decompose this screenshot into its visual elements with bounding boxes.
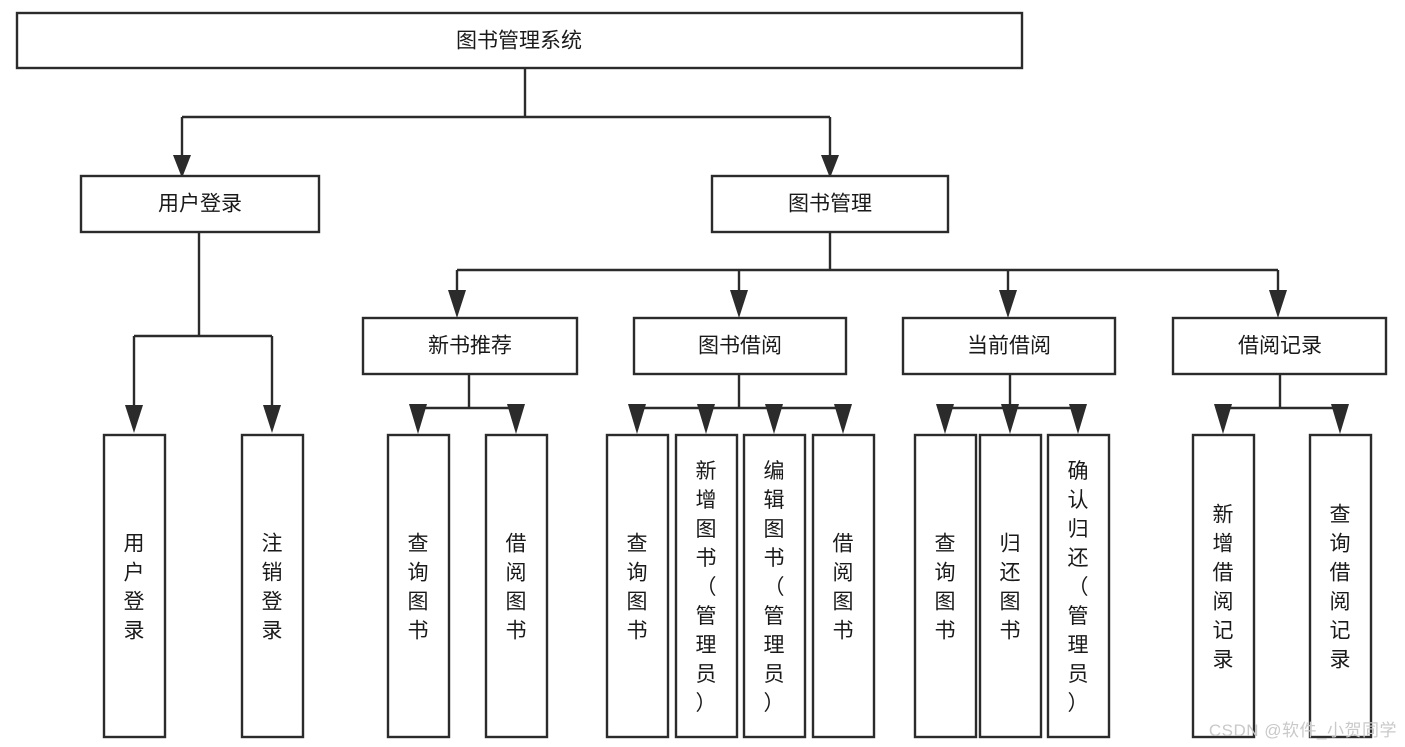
node-book-manage-label: 图书管理 bbox=[788, 193, 872, 216]
node-book-borrow-label: 图书借阅 bbox=[698, 335, 782, 358]
node-root-label: 图书管理系统 bbox=[456, 30, 582, 53]
arrowhead-to-current-borrow bbox=[999, 290, 1017, 318]
arrowhead-layer bbox=[125, 155, 1349, 434]
arrowhead-to-leaf-query-book-1 bbox=[409, 404, 427, 434]
arrowhead-to-leaf-query-book-3 bbox=[936, 404, 954, 434]
node-current-borrow-label: 当前借阅 bbox=[967, 335, 1051, 358]
node-leaf-return-book[interactable]: 归还图书 bbox=[978, 433, 1043, 739]
node-leaf-return-book-label: 归还图书 bbox=[1000, 533, 1021, 643]
node-leaf-user-login[interactable]: 用户登录 bbox=[102, 433, 167, 739]
arrowhead-to-leaf-query-record bbox=[1331, 404, 1349, 434]
arrowhead-to-book-borrow bbox=[730, 290, 748, 318]
node-user-login-label: 用户登录 bbox=[158, 193, 242, 216]
arrowhead-to-leaf-borrow-book-1 bbox=[507, 404, 525, 434]
arrowhead-to-leaf-query-book-2 bbox=[628, 404, 646, 434]
node-leaf-query-book-1-label: 查询图书 bbox=[408, 533, 429, 643]
node-leaf-query-record-label: 查询借阅记录 bbox=[1330, 504, 1351, 672]
node-borrow-record-label: 借阅记录 bbox=[1238, 335, 1322, 358]
node-leaf-logout-label: 注销登录 bbox=[262, 533, 283, 643]
node-leaf-query-book-1[interactable]: 查询图书 bbox=[386, 433, 451, 739]
arrowhead-to-leaf-add-record bbox=[1214, 404, 1232, 434]
node-leaf-edit-book[interactable]: 编辑图书（管理员） bbox=[742, 433, 807, 739]
node-leaf-query-book-2-label: 查询图书 bbox=[627, 533, 648, 643]
node-root[interactable]: 图书管理系统 bbox=[15, 11, 1024, 70]
arrowhead-to-user-login bbox=[173, 155, 191, 178]
node-leaf-borrow-book-2[interactable]: 借阅图书 bbox=[811, 433, 876, 739]
arrowhead-to-leaf-confirm-return bbox=[1069, 404, 1087, 434]
arrowhead-to-leaf-logout bbox=[263, 405, 281, 433]
node-current-borrow[interactable]: 当前借阅 bbox=[901, 316, 1117, 376]
node-borrow-record[interactable]: 借阅记录 bbox=[1171, 316, 1388, 376]
arrowhead-to-leaf-user-login bbox=[125, 405, 143, 433]
node-leaf-add-record[interactable]: 新增借阅记录 bbox=[1191, 433, 1256, 739]
node-user-login[interactable]: 用户登录 bbox=[79, 174, 321, 234]
arrowhead-to-leaf-edit-book bbox=[765, 404, 783, 434]
arrowhead-to-borrow-record bbox=[1269, 290, 1287, 318]
csdn-watermark: CSDN @软件_小贺同学 bbox=[1208, 721, 1397, 740]
node-new-book-rec[interactable]: 新书推荐 bbox=[361, 316, 579, 376]
node-leaf-borrow-book-1-label: 借阅图书 bbox=[506, 533, 527, 643]
arrowhead-to-leaf-add-book bbox=[697, 404, 715, 434]
node-leaf-add-book[interactable]: 新增图书（管理员） bbox=[674, 433, 739, 739]
node-leaf-edit-book-label: 编辑图书（管理员） bbox=[764, 460, 785, 715]
node-leaf-query-book-3[interactable]: 查询图书 bbox=[913, 433, 978, 739]
arrowhead-to-leaf-return-book bbox=[1001, 404, 1019, 434]
node-leaf-borrow-book-2-label: 借阅图书 bbox=[833, 533, 854, 643]
node-leaf-query-book-2[interactable]: 查询图书 bbox=[605, 433, 670, 739]
node-leaf-logout[interactable]: 注销登录 bbox=[240, 433, 305, 739]
node-leaf-user-login-label: 用户登录 bbox=[124, 533, 145, 643]
node-new-book-rec-label: 新书推荐 bbox=[428, 335, 512, 358]
node-leaf-confirm-return-label: 确认归还（管理员） bbox=[1068, 460, 1089, 715]
node-leaf-confirm-return[interactable]: 确认归还（管理员） bbox=[1046, 433, 1111, 739]
node-leaf-add-book-label: 新增图书（管理员） bbox=[696, 460, 717, 715]
arrowhead-to-book-manage bbox=[821, 155, 839, 178]
node-leaf-query-record[interactable]: 查询借阅记录 bbox=[1308, 433, 1373, 739]
node-leaf-add-record-label: 新增借阅记录 bbox=[1213, 504, 1234, 672]
node-leaf-borrow-book-1[interactable]: 借阅图书 bbox=[484, 433, 549, 739]
arrowhead-to-new-book-rec bbox=[448, 290, 466, 318]
node-book-borrow[interactable]: 图书借阅 bbox=[632, 316, 848, 376]
node-leaf-query-book-3-label: 查询图书 bbox=[935, 533, 956, 643]
node-book-manage[interactable]: 图书管理 bbox=[710, 174, 950, 234]
arrowhead-to-leaf-borrow-book-2 bbox=[834, 404, 852, 434]
